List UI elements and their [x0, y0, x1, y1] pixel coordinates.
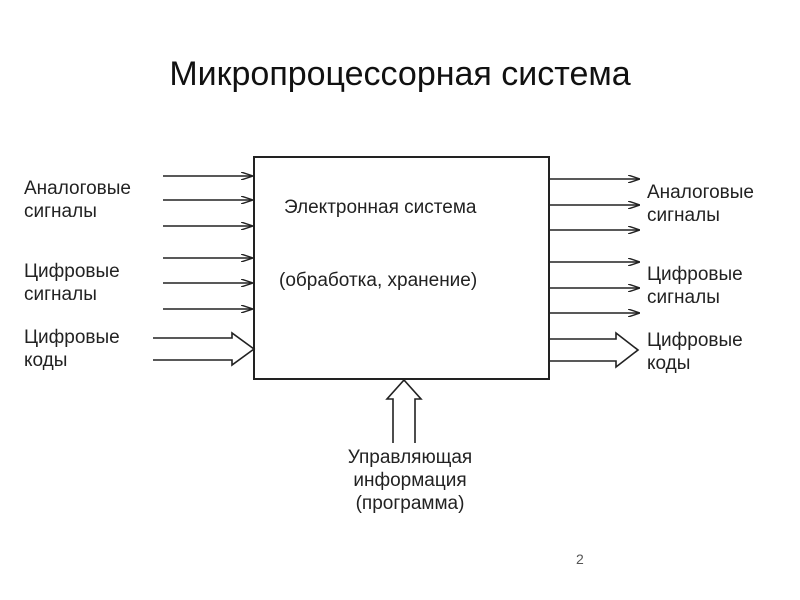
system-box-line2: (обработка, хранение)	[279, 270, 478, 291]
slide-title: Микропроцессорная система	[169, 55, 631, 93]
input-analog-label-line2: сигналы	[24, 201, 97, 222]
page-number: 2	[576, 551, 584, 567]
control-label-line1: Управляющая	[347, 447, 473, 468]
output-digital-arrows	[549, 262, 639, 313]
input-digital-label: Цифровые сигналы	[24, 260, 120, 306]
input-analog-arrows	[163, 176, 252, 226]
input-digital-label-line2: сигналы	[24, 284, 97, 305]
input-codes-label-line2: коды	[24, 350, 68, 371]
output-analog-label-line2: сигналы	[647, 205, 720, 226]
control-label-line2: информация	[353, 470, 467, 491]
output-analog-label-line1: Аналоговые	[647, 182, 754, 203]
control-arrow	[385, 378, 423, 443]
input-codes-label-line1: Цифровые	[24, 327, 120, 348]
input-digital-arrows	[163, 258, 252, 309]
output-codes-label-line1: Цифровые	[647, 330, 743, 351]
output-codes-arrow	[549, 331, 640, 369]
output-digital-label-line1: Цифровые	[647, 264, 743, 285]
output-codes-label: Цифровые коды	[647, 329, 743, 375]
output-codes-label-line2: коды	[647, 353, 691, 374]
system-box-line1: Электронная система	[284, 197, 477, 218]
input-digital-label-line1: Цифровые	[24, 261, 120, 282]
system-box	[253, 156, 550, 380]
control-label-line3: (программа)	[355, 493, 465, 514]
input-codes-label: Цифровые коды	[24, 326, 120, 372]
output-digital-label-line2: сигналы	[647, 287, 720, 308]
output-analog-arrows	[549, 179, 639, 230]
output-analog-label: Аналоговые сигналы	[647, 181, 754, 227]
input-analog-label-line1: Аналоговые	[24, 178, 131, 199]
output-digital-label: Цифровые сигналы	[647, 263, 743, 309]
control-label: Управляющая информация (программа)	[332, 446, 488, 515]
input-analog-label: Аналоговые сигналы	[24, 177, 131, 223]
input-codes-arrow	[153, 331, 256, 367]
